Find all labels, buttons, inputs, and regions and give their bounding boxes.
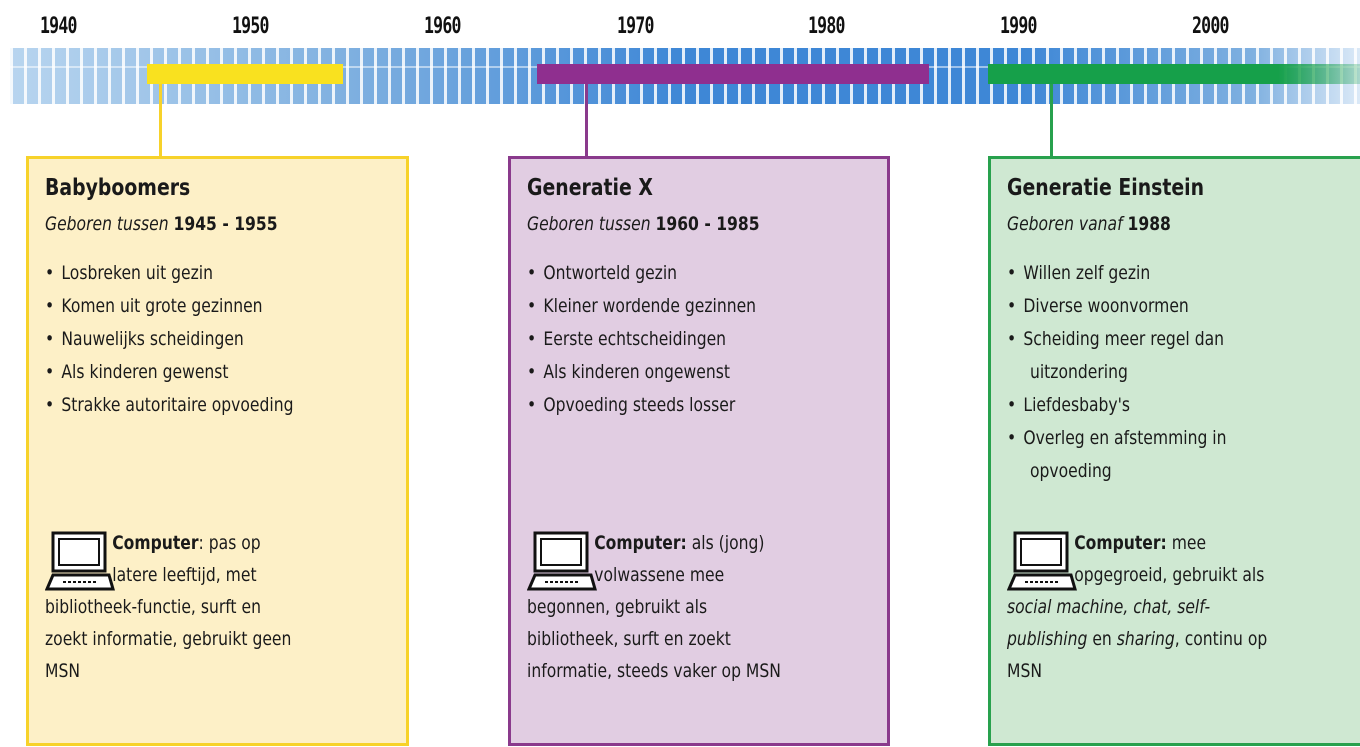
list-item: Als kinderen ongewenst [527,356,811,389]
year-label-1980: 1980 [808,14,845,39]
list-item: Overleg en afstemming in [1007,422,1287,455]
birth-range: Geboren vanaf 1988 [1007,213,1171,235]
list-item: Ontworteld gezin [527,257,811,290]
babyboomers-panel: Babyboomers Geboren tussen 1945 - 1955 L… [26,156,409,746]
list-item: opvoeding [1029,460,1112,482]
computer-description: Computer: als (jong) volwassene mee bego… [527,531,781,682]
list-item: Komen uit grote gezinnen [45,290,330,323]
birth-range: Geboren tussen 1960 - 1985 [527,213,760,235]
list-item: Losbreken uit gezin [45,257,330,290]
year-label-1970: 1970 [617,14,654,39]
computer-description: Computer: mee opgegroeid, gebruikt als s… [1007,531,1268,682]
babyboomers-connector [159,84,162,158]
list-item: Eerste echtscheidingen [527,323,811,356]
year-label-2000: 2000 [1192,14,1229,39]
panel-title: Babyboomers [45,175,191,201]
list-item: Liefdesbaby's [1007,389,1287,422]
generatie-x-panel: Generatie X Geboren tussen 1960 - 1985 O… [508,156,890,746]
list-item: Kleiner wordende gezinnen [527,290,811,323]
birth-range: Geboren tussen 1945 - 1955 [45,213,278,235]
year-label-1990: 1990 [1000,14,1037,39]
list-item: Opvoeding steeds losser [527,389,811,422]
generatie-einstein-period-bar [988,64,1360,84]
year-label-1960: 1960 [424,14,461,39]
list-item: Scheiding meer regel dan [1007,323,1287,356]
generatie-einstein-connector [1050,84,1053,158]
year-label-1950: 1950 [232,14,269,39]
babyboomers-period-bar [147,64,343,84]
list-item: Strakke autoritaire opvoeding [45,389,330,422]
characteristics-list: Losbreken uit gezin Komen uit grote gezi… [45,257,392,422]
list-item: Nauwelijks scheidingen [45,323,330,356]
list-item: Diverse woonvormen [1007,290,1287,323]
generatie-x-connector [585,84,588,158]
list-item: uitzondering [1029,361,1128,383]
list-item: Als kinderen gewenst [45,356,330,389]
list-item: Willen zelf gezin [1007,257,1287,290]
characteristics-list: Willen zelf gezin Diverse woonvormen Sch… [1007,257,1349,488]
panel-title: Generatie X [527,175,653,201]
generatie-einstein-panel: Generatie Einstein Geboren vanaf 1988 Wi… [988,156,1360,746]
generatie-x-period-bar [537,64,929,84]
computer-description: Computer: pas op latere leeftijd, met bi… [45,531,292,682]
panel-title: Generatie Einstein [1007,175,1205,201]
year-label-1940: 1940 [40,14,77,39]
computer-icon [45,531,115,591]
computer-icon [1007,531,1077,591]
characteristics-list: Ontworteld gezin Kleiner wordende gezinn… [527,257,873,422]
computer-icon [527,531,597,591]
